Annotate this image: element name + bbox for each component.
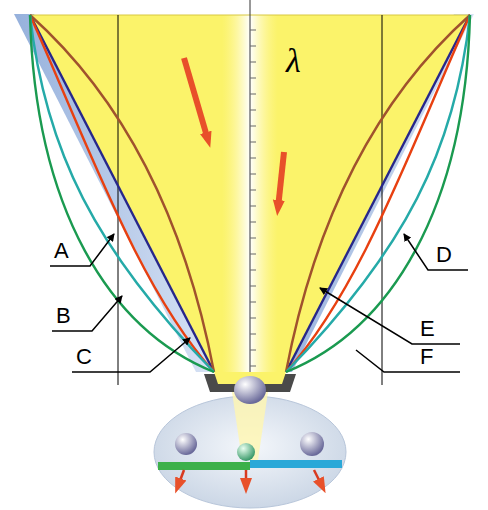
curve-label: A	[54, 240, 69, 262]
curve-label: B	[56, 305, 71, 327]
curve-label: D	[436, 244, 452, 266]
curve-label: F	[420, 346, 433, 368]
lambda-symbol: λ	[286, 44, 301, 78]
curve-label: C	[76, 346, 92, 368]
curve-label: E	[420, 318, 435, 340]
